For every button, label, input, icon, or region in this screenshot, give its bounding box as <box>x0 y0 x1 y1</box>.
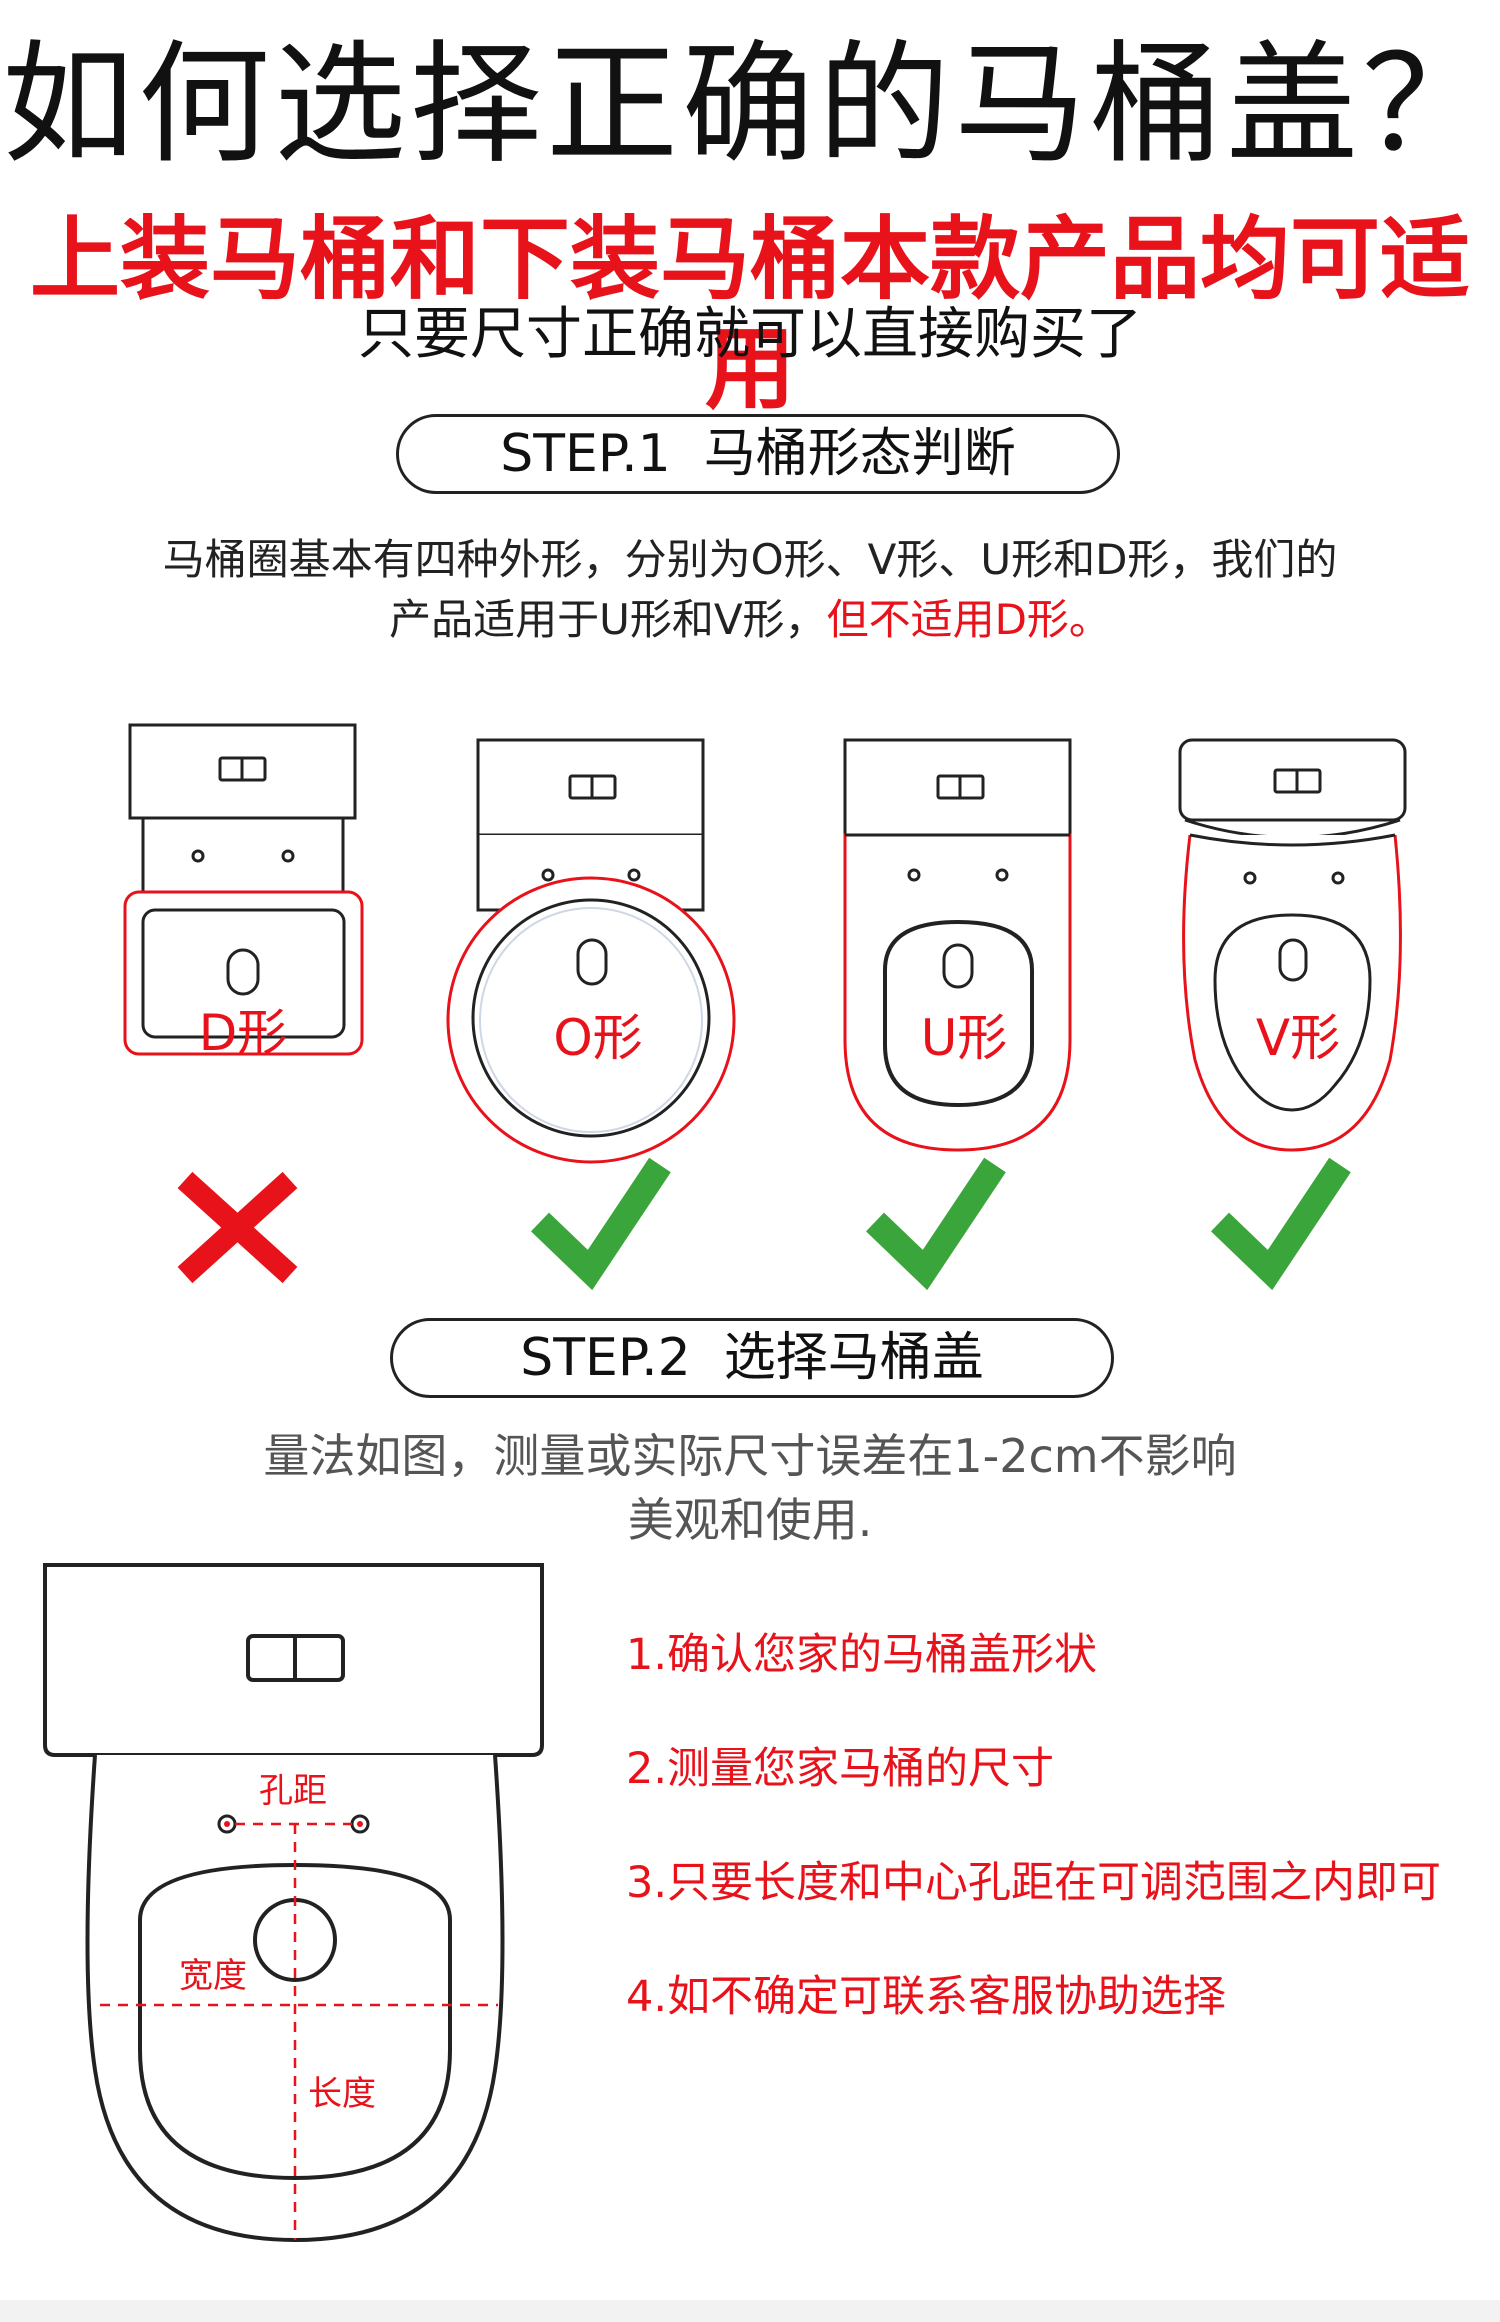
instruction-item: 3.只要长度和中心孔距在可调范围之内即可 <box>626 1858 1442 1908</box>
instructions-list: 1.确认您家的马桶盖形状 2.测量您家马桶的尺寸 3.只要长度和中心孔距在可调范… <box>626 1620 1486 2076</box>
toilet-shapes-illustration: D形 O形 U形 V形 <box>123 723 1407 1291</box>
check-icon <box>1210 1157 1351 1291</box>
page-subtitle-secondary: 只要尺寸正确就可以直接购买了 <box>358 302 1142 367</box>
toilet-u-shape <box>843 738 1072 1152</box>
toilet-o-shape <box>446 738 736 1164</box>
step1-description-line2: 产品适用于U形和V形，但不适用D形。 <box>60 590 1440 650</box>
instruction-item: 4.如不确定可联系客服协助选择 <box>626 1972 1227 2022</box>
step1-heading-label: STEP.1 马桶形态判断 <box>500 424 1016 484</box>
check-icon <box>865 1157 1006 1291</box>
toilet-v-shape <box>1178 738 1407 1152</box>
step1-description-line1: 马桶圈基本有四种外形，分别为O形、V形、U形和D形，我们的 <box>162 535 1338 584</box>
shape-label-o: O形 <box>553 1009 642 1067</box>
cross-icon <box>177 1171 298 1284</box>
instruction-item: 2.测量您家马桶的尺寸 <box>626 1744 1055 1794</box>
measurement-diagram: 孔距 宽度 长度 <box>43 1563 544 2243</box>
toilet-d-shape <box>123 723 364 1056</box>
shape-label-d: D形 <box>199 1004 288 1062</box>
step1-description-line2-warning: 但不适用D形。 <box>826 595 1111 644</box>
shape-label-v: V形 <box>1256 1009 1340 1067</box>
step1-heading: STEP.1 马桶形态判断 <box>396 414 1120 494</box>
instruction-item: 1.确认您家的马桶盖形状 <box>626 1630 1098 1680</box>
step1-description-line2-normal: 产品适用于U形和V形， <box>389 595 827 644</box>
step2-description: 量法如图，测量或实际尺寸误差在1-2cm不影响 美观和使用. <box>60 1424 1440 1552</box>
length-label: 长度 <box>308 2074 376 2114</box>
check-icon <box>530 1157 671 1291</box>
step2-heading-label: STEP.2 选择马桶盖 <box>520 1328 984 1388</box>
hole-distance-label: 孔距 <box>259 1771 327 1811</box>
step1-description: 马桶圈基本有四种外形，分别为O形、V形、U形和D形，我们的 产品适用于U形和V形… <box>60 530 1440 650</box>
shape-label-u: U形 <box>921 1009 1008 1067</box>
bottom-divider <box>0 2300 1500 2322</box>
page-subtitle: 上装马桶和下装马桶本款产品均可适用 <box>30 207 1470 422</box>
step2-description-line1: 量法如图，测量或实际尺寸误差在1-2cm不影响 <box>263 1429 1237 1483</box>
width-label: 宽度 <box>179 1956 247 1996</box>
step2-description-line2: 美观和使用. <box>627 1493 873 1547</box>
step2-heading: STEP.2 选择马桶盖 <box>390 1318 1114 1398</box>
page-title: 如何选择正确的马桶盖？ <box>2 28 1498 182</box>
